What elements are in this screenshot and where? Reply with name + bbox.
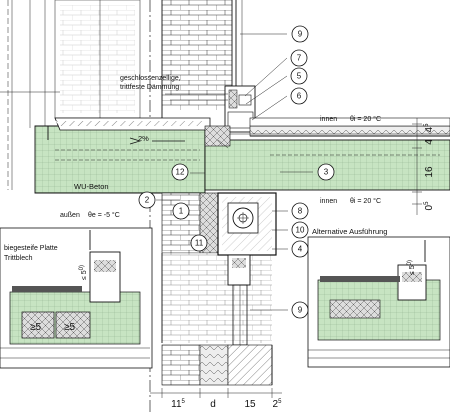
slope-arrow bbox=[129, 137, 185, 145]
svg-text:9: 9 bbox=[298, 30, 303, 39]
svg-text:11: 11 bbox=[195, 239, 204, 248]
right-dimension-3: 16 bbox=[424, 166, 435, 178]
bottom-dimension-4: 25 bbox=[273, 399, 283, 410]
svg-text:4: 4 bbox=[298, 245, 303, 254]
callout-8: 8 bbox=[291, 202, 309, 220]
svg-text:3: 3 bbox=[324, 168, 329, 177]
inside-lower-prefix: innen bbox=[320, 198, 337, 205]
svg-text:5: 5 bbox=[297, 72, 302, 81]
svg-text:12: 12 bbox=[176, 168, 185, 177]
bottom-dimension-1: 115 bbox=[171, 399, 185, 410]
masonry-wall-upper bbox=[149, 0, 233, 414]
lower-window-frame bbox=[227, 254, 251, 346]
callout-10: 10 bbox=[291, 221, 309, 239]
callout-11: 11 bbox=[190, 234, 208, 252]
min-right-label: ≥5 bbox=[64, 322, 75, 333]
callout-9: 9 bbox=[291, 301, 309, 319]
outside-prefix: außen bbox=[60, 212, 80, 219]
bottom-wall-section bbox=[161, 344, 273, 386]
railing-area bbox=[0, 0, 141, 190]
callout-1: 1 bbox=[172, 202, 190, 220]
bottom-dimension-chain bbox=[150, 388, 282, 398]
right-dimension-chain bbox=[412, 118, 422, 215]
right-dimension-4: 05 bbox=[424, 201, 435, 211]
balcony-slab bbox=[34, 117, 211, 194]
thermal-break bbox=[204, 125, 231, 147]
svg-text:9: 9 bbox=[298, 306, 303, 315]
bottom-dimension-2: d bbox=[210, 399, 216, 410]
insulation-label-line2: trittfeste Dämmung bbox=[120, 84, 179, 91]
svg-text:≤ 50): ≤ 50) bbox=[407, 260, 416, 275]
bottom-dimension-3: 15 bbox=[244, 399, 256, 410]
outside-temp: θe = -5 °C bbox=[88, 211, 120, 219]
text-labels: geschlossenzellige, trittfeste Dämmung i… bbox=[4, 75, 416, 333]
step-height-right: ≤ 50) bbox=[407, 260, 416, 275]
plate-label-line1: biegesteife Platte bbox=[4, 245, 58, 252]
inside-lower-temp: θi = 20 °C bbox=[350, 197, 381, 205]
callout-7: 7 bbox=[290, 49, 308, 67]
insulation-label-line1: geschlossenzellige, bbox=[120, 75, 181, 82]
svg-text:6: 6 bbox=[297, 92, 302, 101]
inside-upper-temp: θi = 20 °C bbox=[350, 115, 381, 123]
callout-12: 12 bbox=[171, 163, 189, 181]
callout-5: 5 bbox=[290, 67, 308, 85]
step-height-left: ≤ 50) bbox=[79, 265, 88, 280]
inset-right bbox=[307, 236, 450, 368]
svg-text:8: 8 bbox=[298, 207, 303, 216]
right-dimension-1: 45 bbox=[424, 123, 435, 133]
svg-text:≤ 50): ≤ 50) bbox=[79, 265, 88, 280]
callout-3: 3 bbox=[317, 163, 335, 181]
inside-upper-prefix: innen bbox=[320, 116, 337, 123]
plate-label-line2: Trittblech bbox=[4, 255, 33, 262]
concrete-label: WU-Beton bbox=[74, 182, 109, 191]
callout-2: 2 bbox=[138, 191, 156, 209]
alternative-label: Alternative Ausführung bbox=[312, 227, 387, 236]
min-left-label: ≥5 bbox=[30, 322, 41, 333]
masonry-wall-lower bbox=[161, 192, 272, 343]
dimension-labels: 45 4 16 05 115 d 15 25 bbox=[171, 123, 435, 410]
callout-9: 9 bbox=[291, 25, 309, 43]
right-dimension-2: 4 bbox=[424, 139, 435, 145]
roller-shutter-box bbox=[217, 192, 277, 256]
svg-text:10: 10 bbox=[296, 226, 305, 235]
callout-4: 4 bbox=[291, 240, 309, 258]
inset-left bbox=[0, 227, 153, 369]
leader-lines bbox=[156, 33, 313, 311]
svg-text:2: 2 bbox=[145, 196, 150, 205]
svg-text:1: 1 bbox=[179, 207, 184, 216]
svg-text:7: 7 bbox=[297, 54, 302, 63]
slope-label: 2% bbox=[138, 134, 149, 143]
callout-6: 6 bbox=[290, 87, 308, 105]
